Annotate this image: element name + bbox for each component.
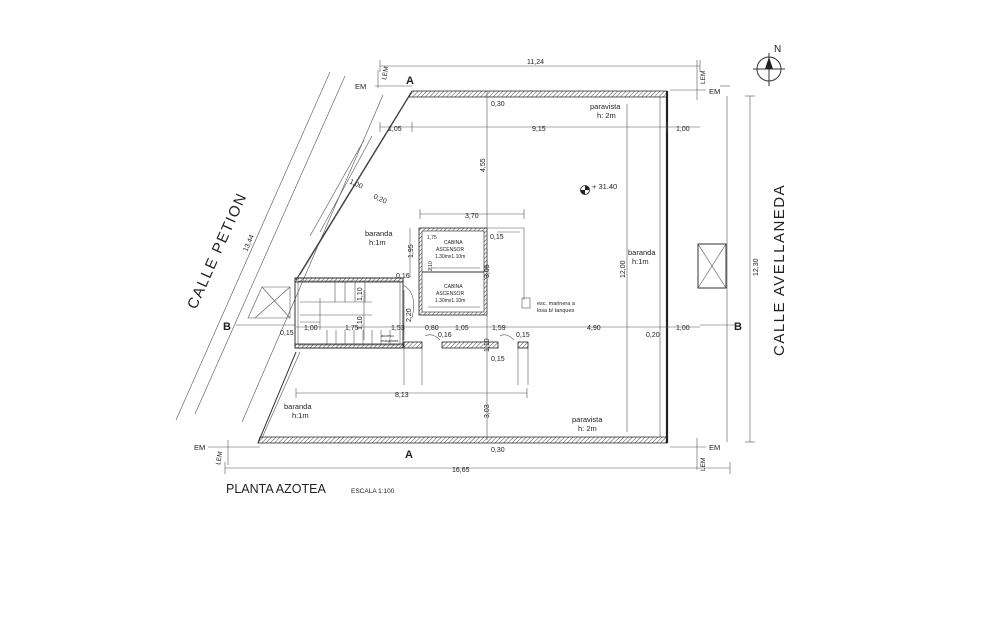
cabina-2-line-3: 1.30mx1.10m	[435, 298, 465, 304]
lem-top-right: LEM	[700, 71, 707, 84]
cabina-2-line-1: CABINA	[444, 284, 463, 290]
dim-016-b: 0,16	[438, 332, 452, 339]
dim-110-c: 1,10	[484, 338, 491, 352]
paravista-top-1: paravista	[590, 102, 621, 111]
paravista-top-2: h: 2m	[597, 111, 616, 120]
interior-dimension-lines	[295, 91, 700, 440]
lem-bottom-left: LEM	[215, 451, 224, 465]
dim-210: 2,10	[428, 261, 434, 271]
dim-100-diag: 1,00	[348, 178, 363, 190]
shaft-box	[697, 243, 727, 289]
dim-020-diag: 0,20	[372, 193, 387, 205]
street-label-left: CALLE PETION	[184, 190, 251, 312]
dim-016: 0,16	[396, 273, 410, 280]
baranda-bottom-1: baranda	[284, 402, 312, 411]
dim-bottom-wall: 0,30	[491, 447, 505, 454]
lem-top-left: LEM	[381, 66, 390, 80]
small-note-1: acceso	[381, 333, 394, 338]
street-label-right: CALLE AVELLANEDA	[771, 184, 788, 356]
dim-020-b: 0,20	[646, 332, 660, 339]
section-b-right: B	[734, 321, 742, 333]
escalera-line-1: esc. marinera a	[537, 301, 576, 307]
dim-015-left: 0,15	[280, 330, 294, 337]
em-top-left: EM	[355, 82, 366, 91]
lem-bottom-right: LEM	[700, 458, 707, 471]
dim-175-b: 1,75	[345, 325, 359, 332]
em-top-right: EM	[709, 87, 720, 96]
small-note-2: maquinas	[381, 338, 398, 343]
dim-153: 1,53	[391, 325, 405, 332]
dim-370: 3,70	[465, 213, 479, 220]
dim-015-c: 0,15	[491, 356, 505, 363]
dim-100-b: 1,00	[676, 325, 690, 332]
dim-top-width: 11,24	[527, 59, 544, 66]
elevator-core	[418, 227, 531, 316]
left-shaft-box	[247, 286, 291, 319]
dim-080: 0,80	[425, 325, 439, 332]
dim-303: 3,03	[484, 404, 491, 418]
north-label: N	[774, 44, 781, 55]
dim-bottom-width: 16,65	[452, 467, 470, 474]
dim-105: 1,05	[388, 126, 402, 133]
dim-right-height: 12,30	[753, 258, 760, 276]
baranda-right-2: h:1m	[632, 257, 649, 266]
dim-110v: 1,10	[357, 287, 364, 301]
dim-100-left: 1,00	[304, 325, 318, 332]
cabina-1-line-1: CABINA	[444, 240, 463, 246]
drawing-scale: ESCALA 1:100	[351, 488, 395, 495]
dim-110a: 1,10	[357, 316, 364, 330]
outer-dimension-lines	[175, 60, 755, 474]
paravista-bottom-1: paravista	[572, 415, 603, 424]
drawing-title: PLANTA AZOTEA	[226, 482, 326, 496]
baranda-right-1: baranda	[628, 248, 656, 257]
level-marker-icon	[580, 185, 590, 195]
section-a-bottom: A	[405, 449, 413, 461]
dim-inner-height: 12,00	[620, 260, 627, 278]
building-perimeter	[257, 90, 669, 444]
stair	[294, 277, 529, 385]
em-bottom-left: EM	[194, 443, 205, 452]
cabina-1-line-3: 1.30mx1.10m	[435, 254, 465, 260]
paravista-bottom-2: h: 2m	[578, 424, 597, 433]
dim-159: 1,59	[492, 325, 506, 332]
dim-top-wall: 0,30	[491, 101, 505, 108]
cabina-1-line-2: ASCENSOR	[436, 247, 464, 253]
dim-015-b: 0,15	[516, 332, 530, 339]
dim-813: 8,13	[395, 392, 409, 399]
section-a-top: A	[406, 75, 414, 87]
dim-175: 1,75	[427, 235, 437, 241]
dim-455: 4,55	[480, 158, 487, 172]
dim-305: 3,05	[484, 264, 491, 278]
dim-195: 1,95	[408, 244, 415, 258]
north-arrow-icon: N	[753, 44, 785, 86]
escalera-line-2: losa b/ tanques	[537, 308, 575, 314]
em-bottom-right: EM	[709, 443, 720, 452]
dim-105-b: 1,05	[455, 325, 469, 332]
section-b-left: B	[223, 321, 231, 333]
baranda-bottom-2: h:1m	[292, 411, 309, 420]
level-label: + 31.40	[592, 182, 617, 191]
dim-220: 2,20	[406, 308, 413, 322]
dim-100-top: 1,00	[676, 126, 690, 133]
cabina-2-line-2: ASCENSOR	[436, 291, 464, 297]
dim-015-cab: 0,15	[490, 234, 504, 241]
dim-490: 4,90	[587, 325, 601, 332]
dim-915: 9,15	[532, 126, 546, 133]
baranda-left-1: baranda	[365, 229, 393, 238]
baranda-left-2: h:1m	[369, 238, 386, 247]
